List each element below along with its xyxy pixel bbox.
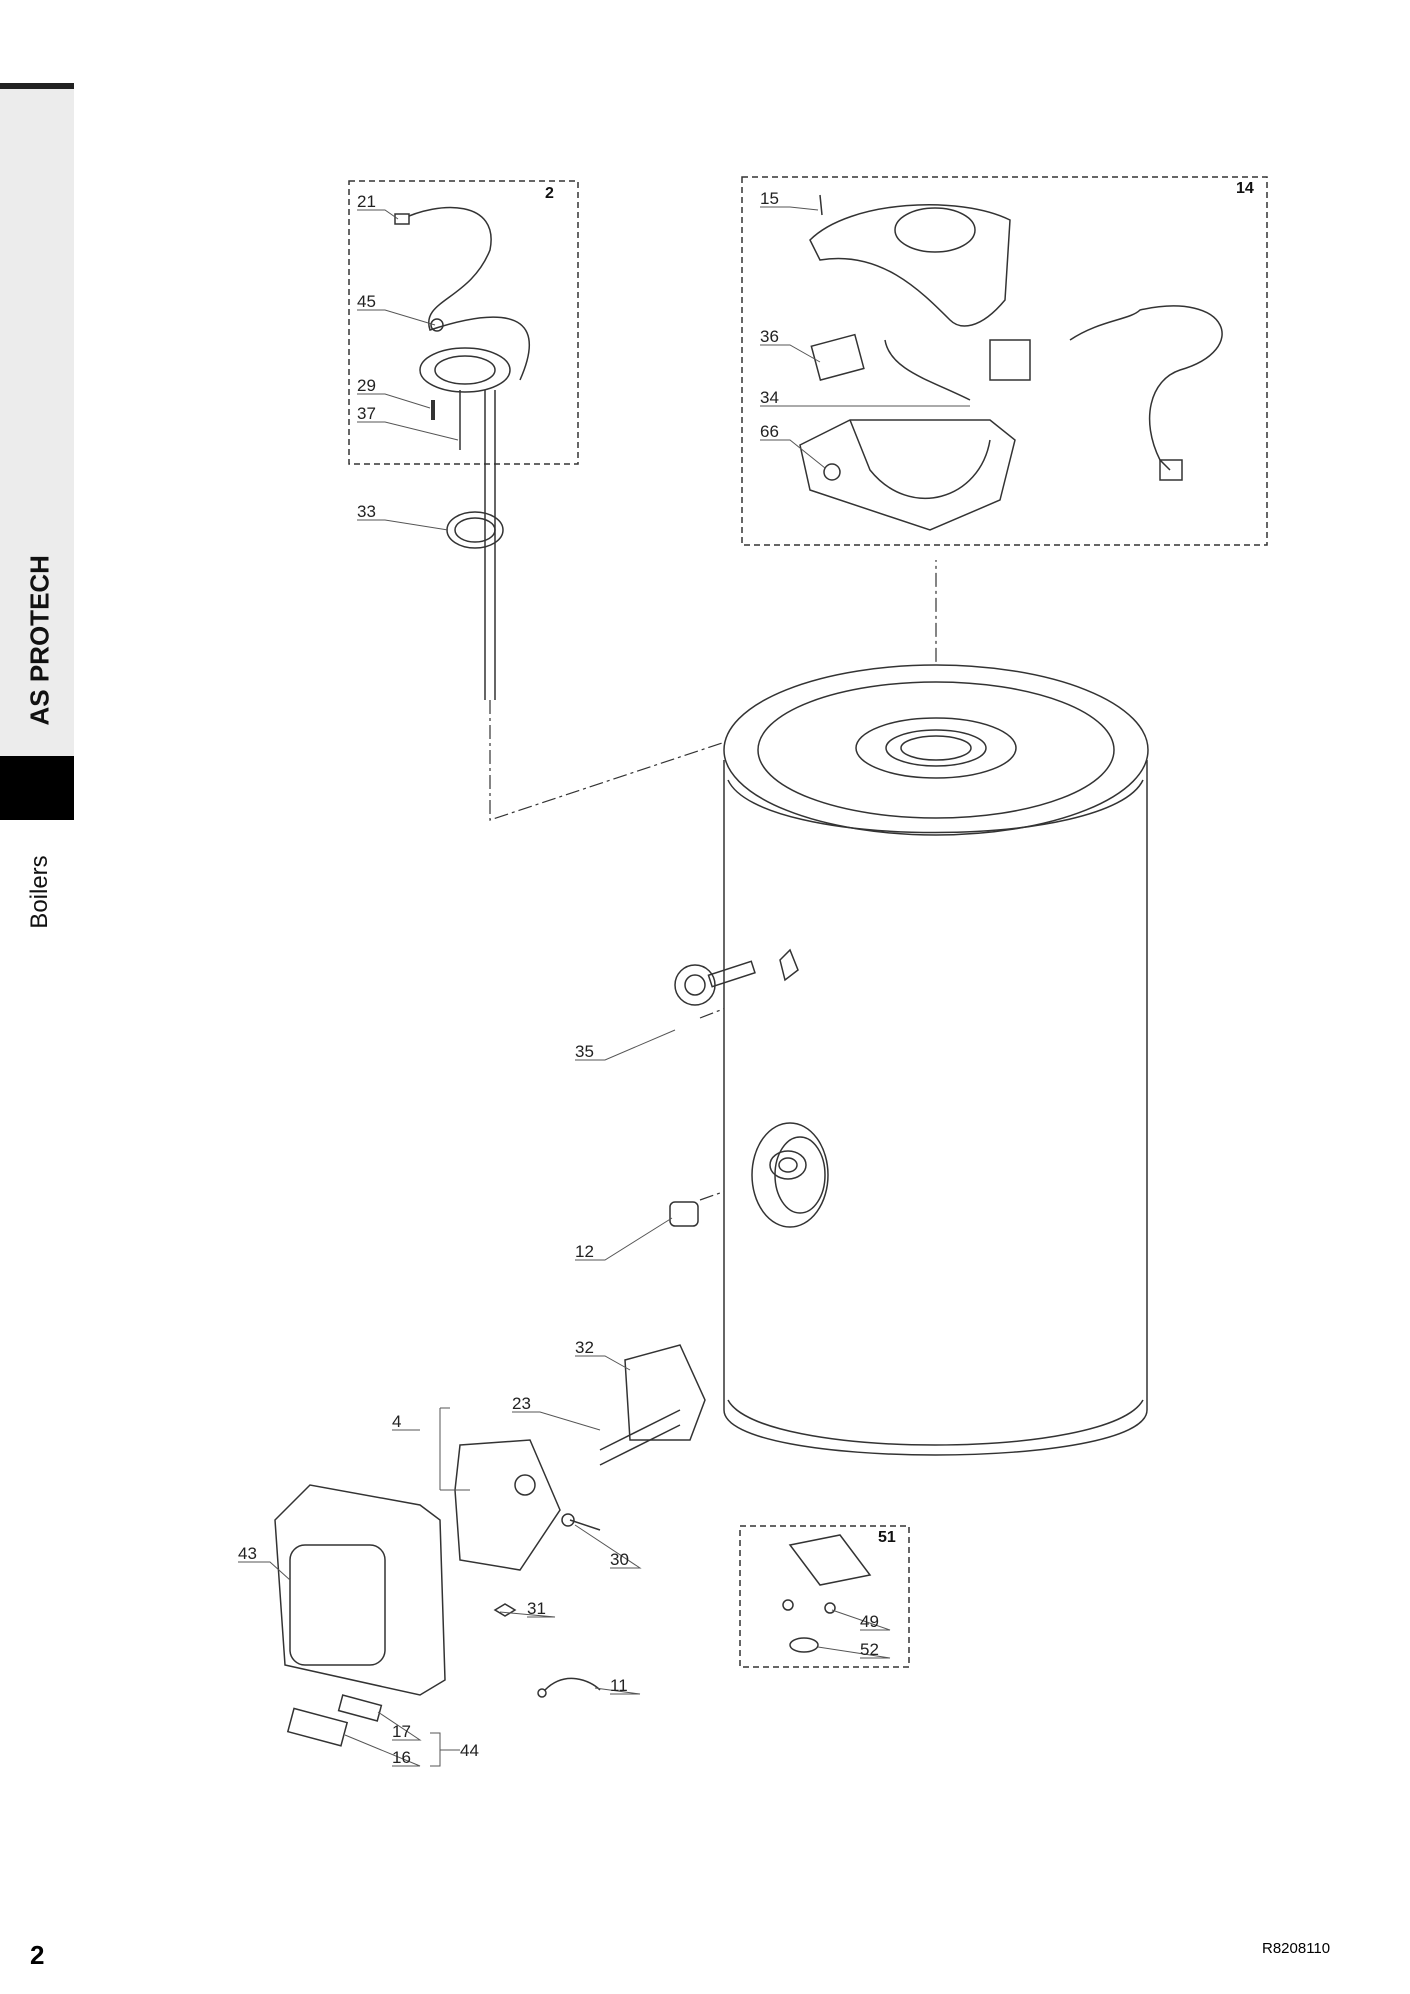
page-number: 2	[30, 1940, 45, 1970]
part-label: 23	[512, 1394, 531, 1413]
part-label: 4	[392, 1412, 401, 1431]
group-box-2	[348, 180, 579, 465]
part-label: 16	[392, 1748, 411, 1767]
document-reference: R8208110	[1262, 1940, 1331, 1957]
part-label: 37	[357, 404, 376, 423]
part-label: 49	[860, 1612, 879, 1631]
boiler-tank	[723, 664, 1149, 1456]
part-label: 52	[860, 1640, 879, 1659]
part-label: 17	[392, 1722, 411, 1741]
part-label: 12	[575, 1242, 594, 1261]
sidebar-marker	[0, 756, 74, 820]
part-label: 33	[357, 502, 376, 521]
loose-parts	[274, 960, 872, 1747]
part-label: 45	[357, 292, 376, 311]
part-label: 29	[357, 376, 376, 395]
heating-element	[394, 206, 530, 700]
group-label-51: 51	[878, 1529, 896, 1546]
part-label: 36	[760, 327, 779, 346]
part-label: 34	[760, 388, 779, 407]
group-label-2: 2	[545, 185, 554, 202]
part-label: 21	[357, 192, 376, 211]
sidebar-tab	[0, 83, 74, 820]
part-label: 32	[575, 1338, 594, 1357]
part-label: 66	[760, 422, 779, 441]
part-label: 30	[610, 1550, 629, 1569]
part-label: 31	[527, 1599, 546, 1618]
part-label: 15	[760, 189, 779, 208]
group-box-51	[739, 1525, 910, 1668]
part-label: 43	[238, 1544, 257, 1563]
group-label-14: 14	[1236, 180, 1254, 197]
control-housing	[799, 194, 1223, 531]
group-box-14	[741, 176, 1268, 546]
part-label: 35	[575, 1042, 594, 1061]
part-label: 44	[460, 1741, 479, 1760]
leader-lines	[238, 206, 970, 1767]
part-label: 11	[610, 1676, 628, 1695]
